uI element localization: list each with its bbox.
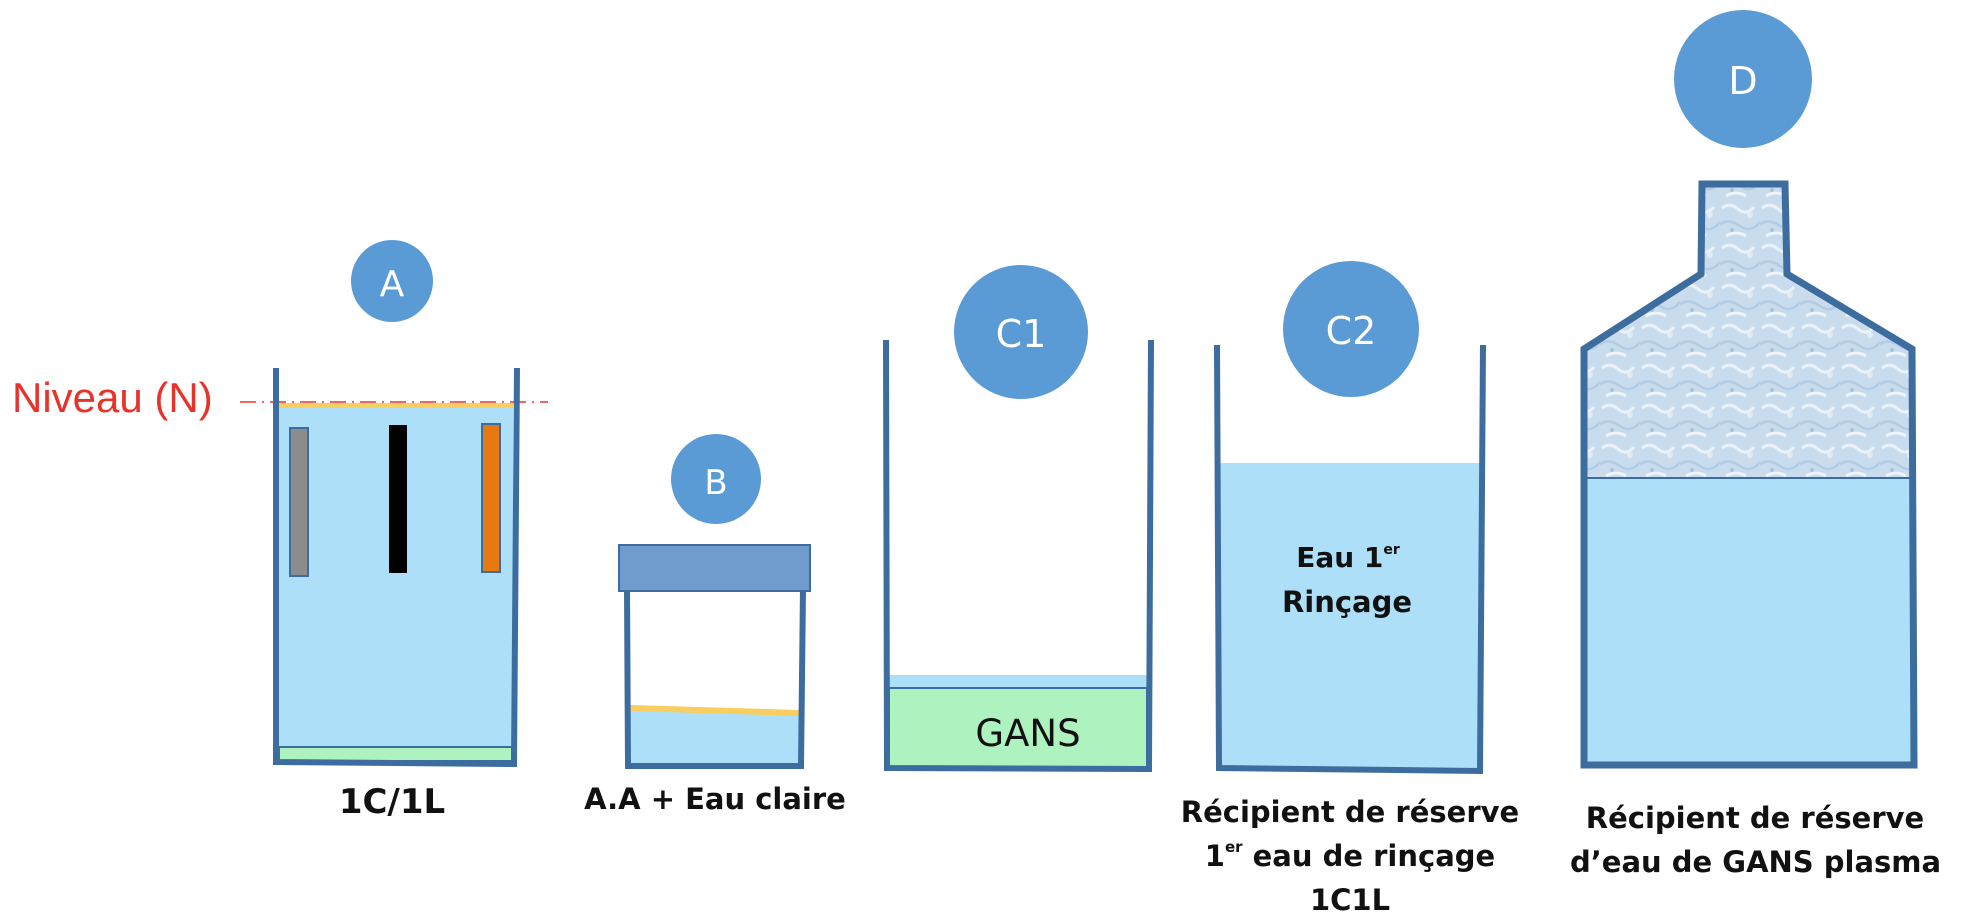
container-b-water xyxy=(630,710,800,765)
circle-a xyxy=(351,240,433,322)
electrode-grey xyxy=(289,427,309,577)
caption-c2-line1: Récipient de réserve xyxy=(1180,795,1520,829)
container-c2-outline xyxy=(1214,344,1486,775)
container-c1-water xyxy=(889,675,1147,690)
caption-c2-line3: 1C1L xyxy=(1309,883,1391,917)
c2-inner-line1: Eau 1er xyxy=(1296,541,1400,574)
caption-d-line2: d’eau de GANS plasma xyxy=(1570,845,1942,879)
circle-d xyxy=(1674,10,1812,148)
c2-inner-sup: er xyxy=(1383,542,1399,558)
container-d: D xyxy=(1580,10,1918,769)
circle-b-label: B xyxy=(704,463,727,503)
circle-b xyxy=(671,434,761,524)
container-b-film xyxy=(630,705,800,716)
circle-c2 xyxy=(1283,261,1419,397)
caption-a: 1C/1L xyxy=(338,782,446,822)
container-c2-water xyxy=(1220,463,1483,769)
container-d-outline xyxy=(1580,180,1918,769)
container-a-film xyxy=(278,403,513,408)
circle-d-label: D xyxy=(1728,59,1757,103)
container-b-lid xyxy=(618,544,811,592)
container-c1-outline xyxy=(883,339,1154,773)
c1-layer-label: GANS xyxy=(975,712,1080,755)
container-b-outline xyxy=(624,587,806,769)
circle-c1 xyxy=(954,265,1088,399)
level-label: Niveau (N) xyxy=(12,374,213,421)
caption-c2-line2: 1er eau de rinçage xyxy=(1204,838,1496,873)
container-a-outline xyxy=(273,367,520,768)
container-a-sediment xyxy=(278,746,513,762)
circle-a-label: A xyxy=(380,264,405,305)
circle-c2-label: C2 xyxy=(1326,309,1377,353)
circle-c1-label: C1 xyxy=(996,312,1047,356)
container-c2: Eau 1er Rinçage C2 xyxy=(1214,261,1486,775)
container-d-water xyxy=(1584,478,1911,765)
caption-d: Récipient de réserve d’eau de GANS plasm… xyxy=(1570,796,1942,884)
container-a: A xyxy=(273,240,520,768)
container-d-foam xyxy=(1584,184,1912,478)
electrode-orange xyxy=(481,423,501,573)
electrode-black xyxy=(389,425,407,573)
container-c1: GANS C1 xyxy=(883,265,1154,773)
caption-c2: Récipient de réserve 1er eau de rinçage … xyxy=(1180,790,1520,922)
caption-b: A.A + Eau claire xyxy=(584,782,846,816)
caption-d-line1: Récipient de réserve xyxy=(1585,801,1925,835)
c2-inner-line2: Rinçage xyxy=(1282,585,1412,619)
container-b: B xyxy=(618,434,811,769)
